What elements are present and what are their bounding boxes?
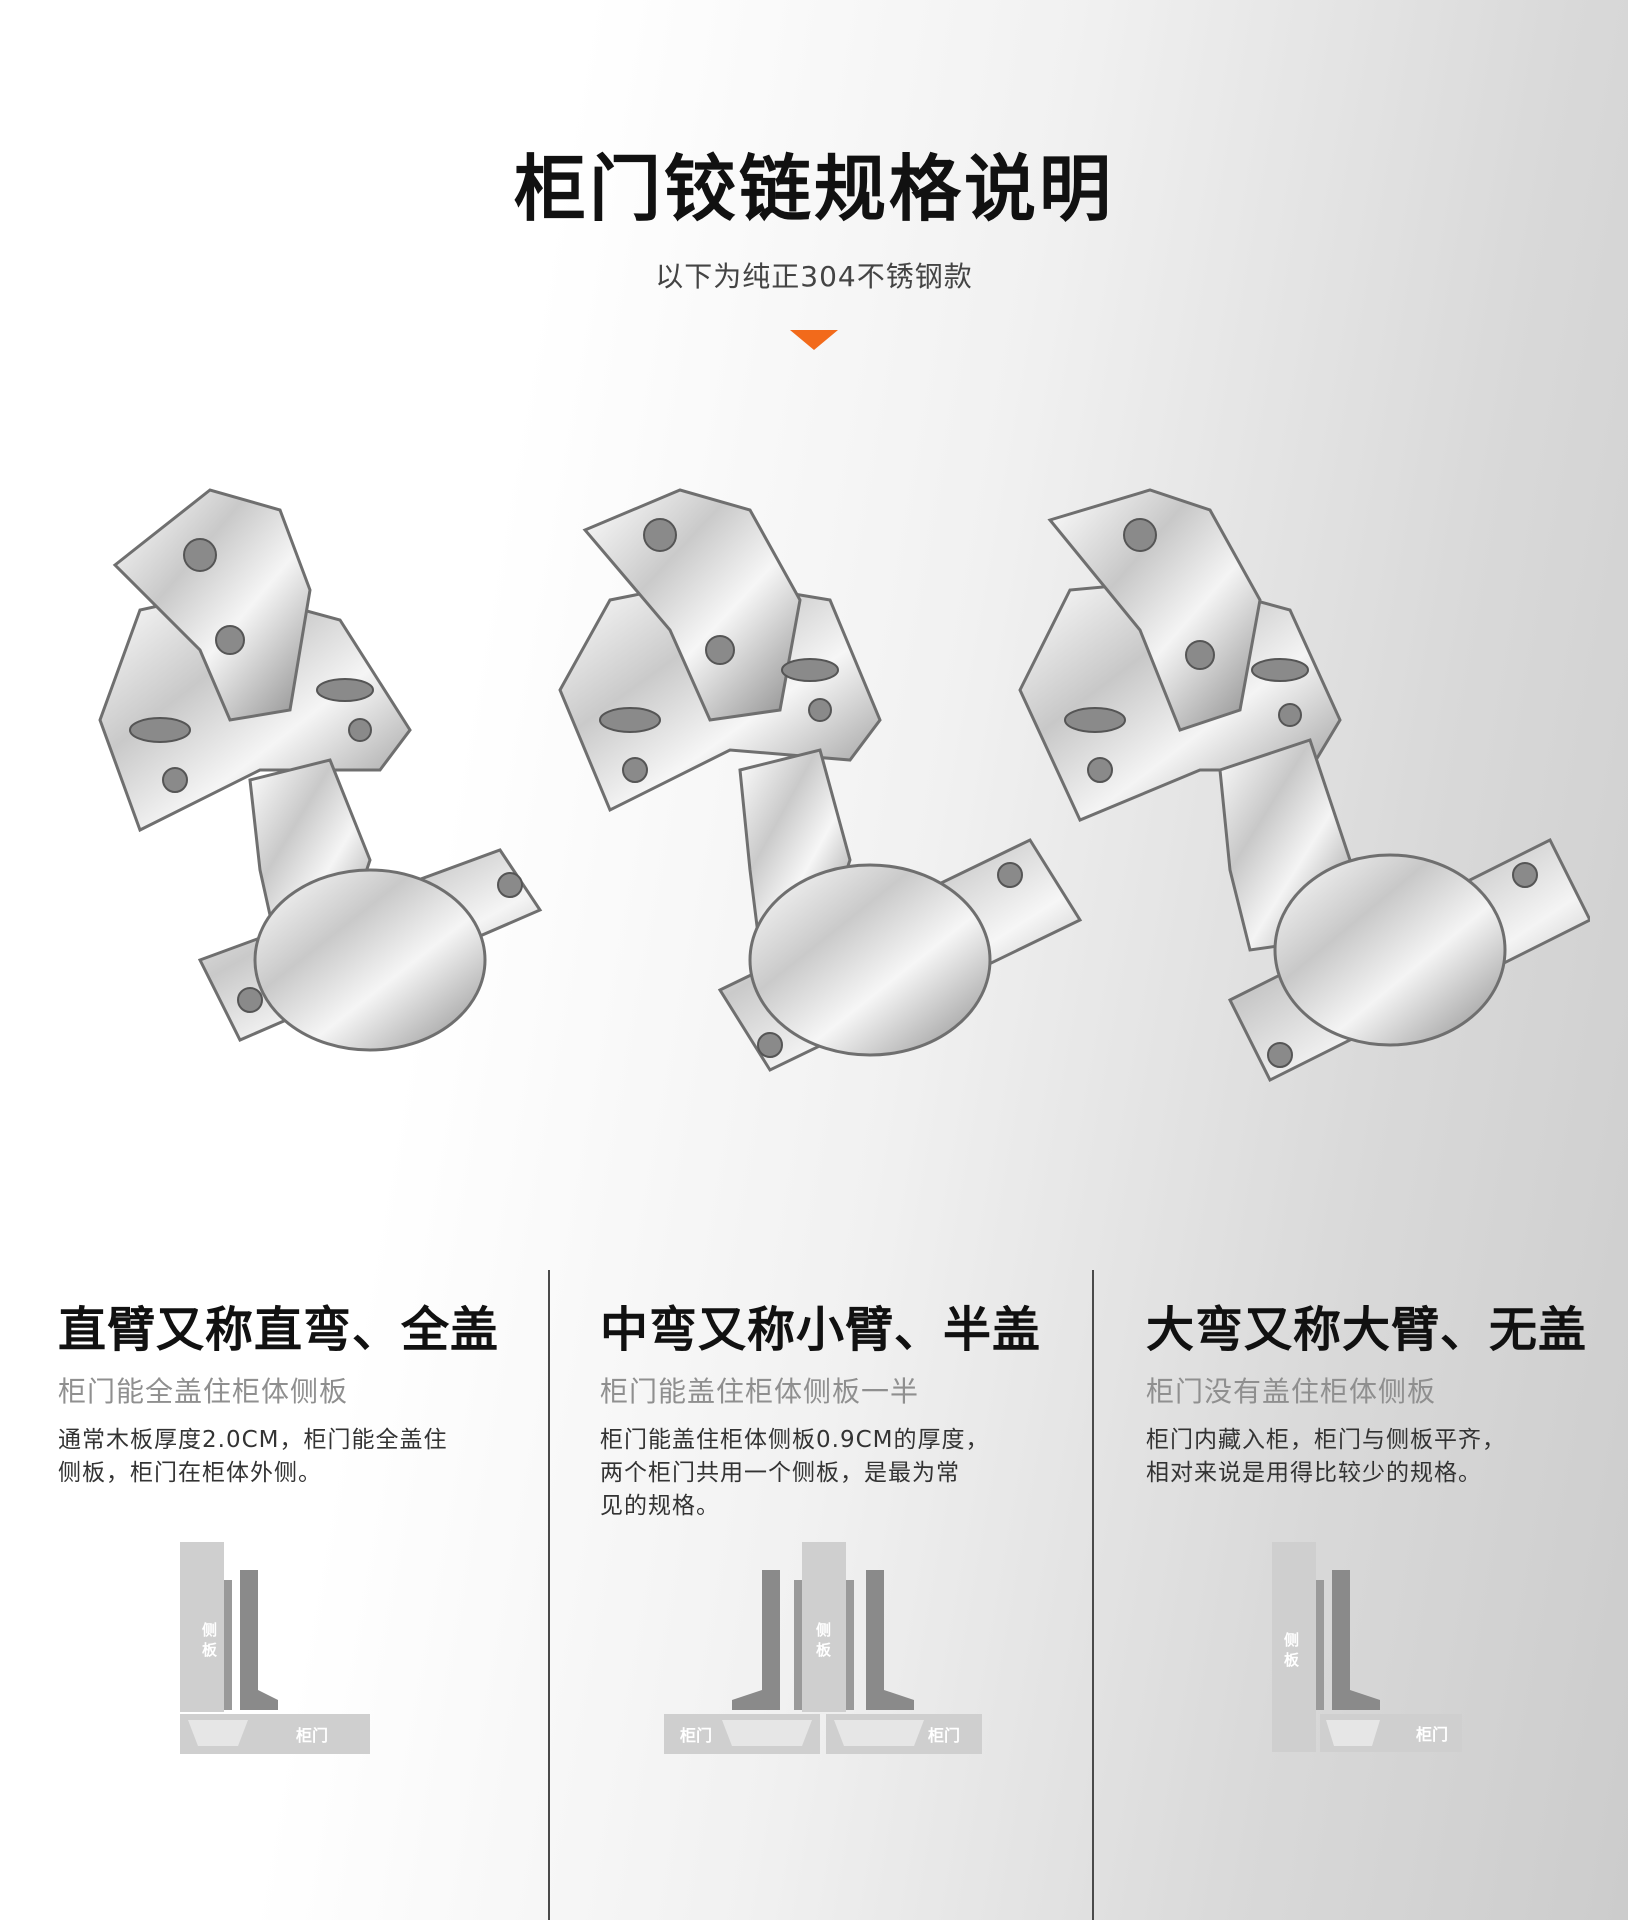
page-title: 柜门铰链规格说明 [513,147,1114,231]
hinge-image-medium-bend [558,488,1083,1072]
diagram-full-overlay: 侧 板 柜门 [180,1542,370,1754]
side-panel-label-char1: 侧 [1284,1631,1299,1649]
column-divider-1 [548,1270,550,1920]
spec-subheading: 柜门能全盖住柜体侧板 [58,1375,349,1408]
hinge-image-large-bend [1018,488,1590,1083]
side-panel-label-char2: 板 [202,1641,218,1659]
door-label-left: 柜门 [680,1726,712,1745]
column-divider-2 [1092,1270,1094,1920]
spec-heading: 直臂又称直弯、全盖 [58,1302,500,1358]
spec-subheading: 柜门能盖住柜体侧板一半 [600,1375,920,1408]
spec-column-half-overlay: 中弯又称小臂、半盖 柜门能盖住柜体侧板一半 柜门能盖住柜体侧板0.9CM的厚度，… [600,1290,1070,1523]
spec-heading: 大弯又称大臂、无盖 [1146,1302,1588,1358]
door-label: 柜门 [296,1726,328,1745]
side-panel-label-char2: 板 [1284,1651,1300,1669]
hinge-image-straight-arm [98,488,543,1052]
side-panel-label-char2: 板 [816,1641,832,1659]
spec-column-full-overlay: 直臂又称直弯、全盖 柜门能全盖住柜体侧板 通常木板厚度2.0CM，柜门能全盖住 … [58,1290,528,1490]
door-label: 柜门 [1416,1725,1448,1744]
spec-description: 柜门内藏入柜，柜门与侧板平齐， 相对来说是用得比较少的规格。 [1146,1427,1506,1486]
page-subtitle: 以下为纯正304不锈钢款 [655,260,973,293]
spec-subheading: 柜门没有盖住柜体侧板 [1146,1375,1437,1408]
spec-column-inset: 大弯又称大臂、无盖 柜门没有盖住柜体侧板 柜门内藏入柜，柜门与侧板平齐， 相对来… [1146,1290,1616,1490]
side-panel-label-char1: 侧 [816,1621,831,1639]
spec-heading: 中弯又称小臂、半盖 [600,1302,1042,1358]
diagram-inset: 侧 板 柜门 [1272,1542,1462,1752]
spec-description: 通常木板厚度2.0CM，柜门能全盖住 侧板，柜门在柜体外侧。 [58,1427,448,1486]
spec-description: 柜门能盖住柜体侧板0.9CM的厚度， 两个柜门共用一个侧板，是最为常 见的规格。 [600,1427,990,1519]
door-label-right: 柜门 [928,1726,960,1745]
diagram-half-overlay: 侧 板 柜门 柜门 [664,1542,982,1754]
down-arrow-icon [790,330,838,350]
side-panel-label-char1: 侧 [202,1621,217,1639]
